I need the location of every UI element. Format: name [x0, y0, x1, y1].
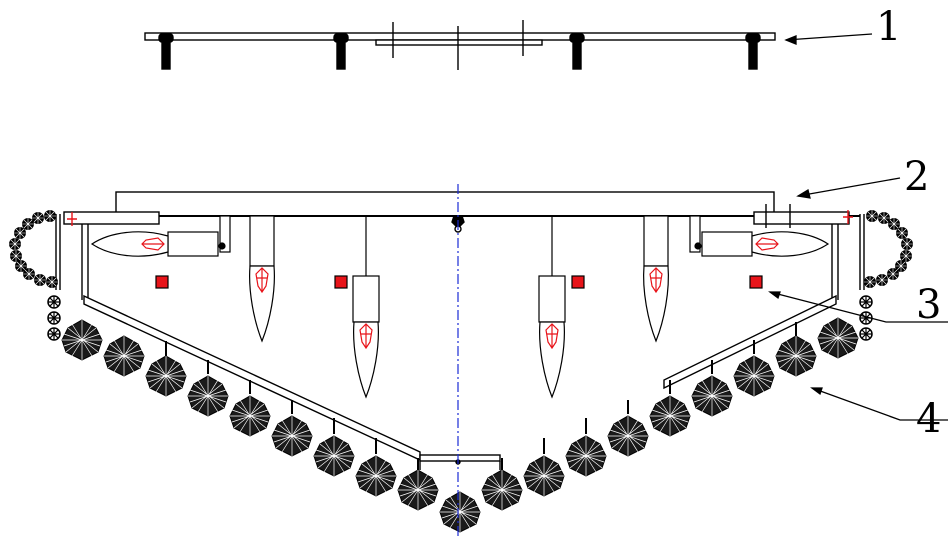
leader-lines — [768, 33, 948, 421]
callout-label-4: 4 — [916, 396, 941, 442]
callout-label-2: 2 — [904, 154, 929, 200]
canopy-frame — [55, 191, 865, 300]
mounting-screws — [158, 33, 761, 70]
crystal-strand — [61, 317, 859, 533]
indicator-light — [571, 275, 585, 289]
indicator-light — [749, 275, 763, 289]
lamp-holders — [90, 215, 830, 398]
indicator-lights — [155, 275, 763, 289]
callout-label-3: 3 — [916, 282, 941, 328]
left-bead-loop — [8, 209, 61, 341]
crystal-rails — [83, 294, 837, 470]
indicator-light — [155, 275, 169, 289]
mounting-plate — [144, 20, 776, 70]
callout-label-1: 1 — [876, 4, 901, 50]
indicator-light — [334, 275, 348, 289]
right-bead-loop — [859, 209, 914, 341]
